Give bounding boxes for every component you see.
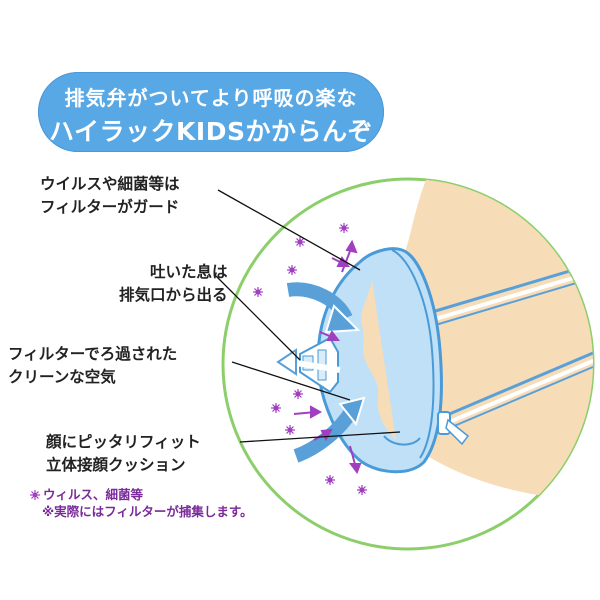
callout-line: 吐いた息は	[150, 263, 228, 281]
callout-line: 立体接顔クッション	[46, 456, 186, 474]
headline-line-2: ハイラックKIDSかからんぞ	[49, 117, 373, 146]
callout-clean-air: フィルターでろ過された クリーンな空気	[8, 343, 177, 389]
callout-exhale-valve: 吐いた息は 排気口から出る	[119, 261, 228, 307]
callout-line: 顔にピッタリフィット	[46, 433, 201, 451]
legend-note: ※実際にはフィルターが捕集します。	[42, 504, 253, 519]
callout-line: 排気口から出る	[119, 286, 228, 304]
callout-line: フィルターでろ過された	[8, 345, 178, 363]
callout-line: フィルターがガード	[40, 198, 180, 216]
callout-filter-guard: ウイルスや細菌等は フィルターがガード	[40, 173, 180, 219]
callout-line: ウイルスや細菌等は	[40, 175, 180, 193]
callout-face-cushion: 顔にピッタリフィット 立体接顔クッション	[46, 431, 201, 477]
legend-label: ウィルス、細菌等	[43, 487, 144, 502]
virus-icon	[30, 490, 40, 500]
valve-arrow	[289, 359, 341, 373]
ear-strap-lower	[439, 348, 593, 420]
callout-line: クリーンな空気	[8, 368, 116, 386]
headline-banner: 排気弁がついてより呼吸の楽な ハイラックKIDSかからんぞ	[38, 72, 384, 152]
blocked-particle-arrows	[293, 239, 362, 475]
headline-line-1: 排気弁がついてより呼吸の楽な	[64, 86, 358, 110]
exhale-arrow	[286, 282, 353, 322]
leader-lines	[215, 189, 401, 443]
legend: ウィルス、細菌等 ※実際にはフィルターが捕集します。	[30, 486, 253, 520]
virus-markers	[253, 223, 367, 495]
face-cushion	[383, 435, 421, 446]
